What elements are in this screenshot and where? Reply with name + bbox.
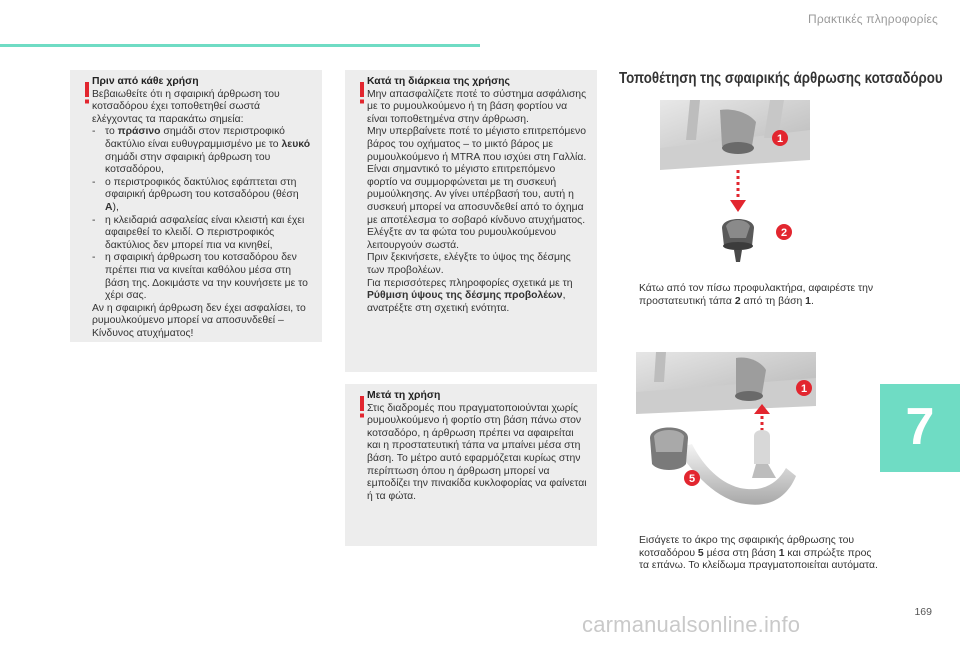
list-item: η κλειδαριά ασφαλείας είναι κλειστή και …: [92, 215, 312, 253]
figure-remove-cap: 1 2: [660, 100, 810, 272]
paragraph: Πριν ξεκινήσετε, ελέγξτε το ύψος της δέσ…: [367, 252, 571, 276]
checklist: το πράσινο σημάδι στον περιστροφικό δακτ…: [92, 126, 312, 302]
paragraph: Μην υπερβαίνετε ποτέ το μέγιστο επιτρεπό…: [367, 126, 587, 163]
warning-exclamation-icon: [360, 82, 364, 104]
watermark: carmanualsonline.info: [582, 612, 801, 637]
header-accent-bar: [0, 44, 480, 47]
paragraph: Για περισσότερες πληροφορίες σχετικά με …: [367, 277, 573, 314]
box-title: Κατά τη διάρκεια της χρήσης: [367, 76, 510, 87]
figure-insert-ball: 1 5: [636, 352, 816, 522]
callout-5: 5: [689, 473, 695, 485]
instruction-remove-cap: Κάτω από τον πίσω προφυλακτήρα, αφαιρέστ…: [639, 283, 874, 307]
page-header-title: Πρακτικές πληροφορίες: [807, 12, 938, 26]
warning-box-during-use: Κατά τη διάρκεια της χρήσης Μην απασφαλί…: [345, 70, 597, 372]
callout-1: 1: [801, 383, 807, 395]
towball-insert-illustration: 1 5: [636, 352, 816, 505]
warning-box-after-use: Μετά τη χρήση Στις διαδρομές που πραγματ…: [345, 384, 597, 546]
box-intro: Βεβαιωθείτε ότι η σφαιρική άρθρωση του κ…: [92, 88, 280, 125]
warning-exclamation-icon: [360, 396, 364, 418]
list-item: ο περιστροφικός δακτύλιος εφάπτεται στη …: [92, 177, 312, 215]
warning-box-before-use: Πριν από κάθε χρήση Βεβαιωθείτε ότι η σφ…: [70, 70, 322, 342]
paragraph: Μην απασφαλίζετε ποτέ το σύστημα ασφάλισ…: [367, 88, 587, 125]
chapter-number: 7: [905, 398, 935, 456]
list-item: το πράσινο σημάδι στον περιστροφικό δακτ…: [92, 126, 312, 176]
page-number: 169: [914, 606, 932, 618]
paragraph: Στις διαδρομές που πραγματοποιούνται χωρ…: [367, 402, 587, 502]
list-item: η σφαιρική άρθρωση του κοτσαδόρου δεν πρ…: [92, 252, 312, 302]
warning-exclamation-icon: [85, 82, 89, 104]
box-outro: Αν η σφαιρική άρθρωση δεν έχει ασφαλίσει…: [92, 302, 306, 339]
box-title: Πριν από κάθε χρήση: [92, 76, 199, 87]
towbar-socket-illustration: 1 2: [660, 100, 810, 262]
box-title: Μετά τη χρήση: [367, 390, 441, 401]
chapter-tab: [880, 384, 960, 472]
paragraph: Είναι σημαντικό το μέγιστο επιτρεπόμενο …: [367, 164, 586, 226]
section-title: Τοποθέτηση της σφαιρικής άρθρωσης κοτσαδ…: [619, 70, 943, 87]
paragraph: Ελέγξτε αν τα φώτα του ρυμουλκούμενου λε…: [367, 227, 557, 251]
callout-2: 2: [781, 227, 787, 239]
callout-1: 1: [777, 133, 783, 145]
instruction-insert-ball: Εισάγετε το άκρο της σφαιρικής άρθρωσης …: [639, 535, 878, 572]
